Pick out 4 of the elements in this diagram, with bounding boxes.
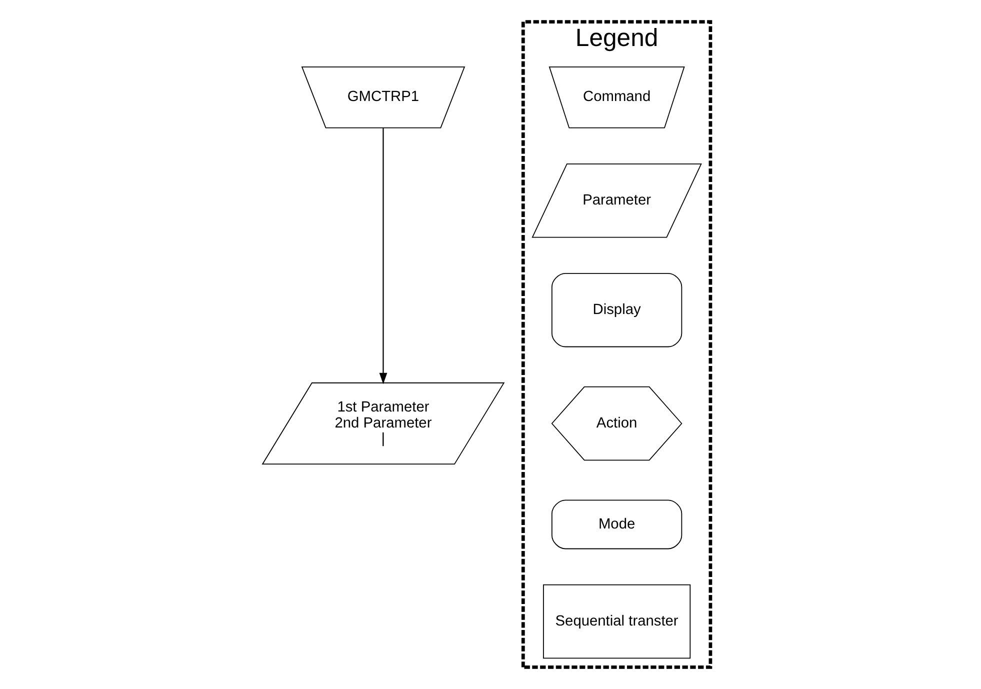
node-box: Display xyxy=(550,272,682,348)
arrow xyxy=(378,128,387,384)
node-box: Mode xyxy=(550,500,682,550)
node-box: Sequential transter xyxy=(542,584,690,659)
